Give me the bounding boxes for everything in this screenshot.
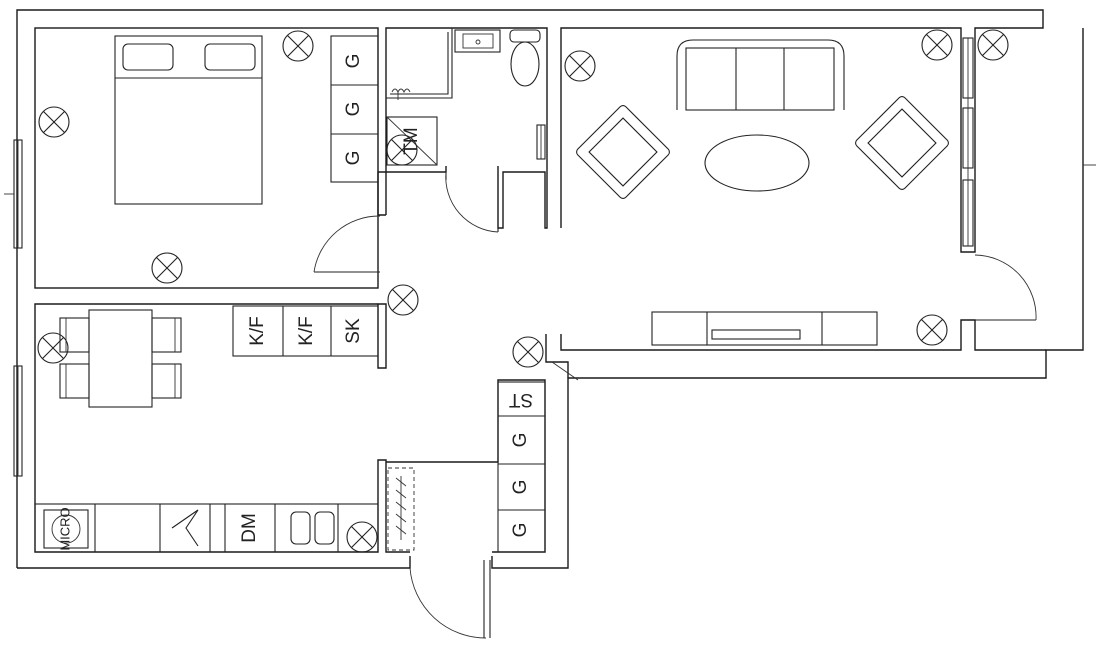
window-kitchen	[13, 365, 23, 477]
wardrobe-bedroom: G G G	[330, 35, 379, 183]
storage-label-g2: G	[510, 480, 531, 495]
fridge-units: K/F K/F SK	[232, 305, 379, 357]
fridge-label-1: K/F	[247, 316, 268, 346]
outer-wall	[16, 9, 1044, 568]
light-icon	[346, 521, 378, 553]
dishwasher-label: DM	[239, 513, 260, 543]
shower	[386, 28, 453, 100]
cabinet-label-sk: SK	[343, 318, 364, 344]
bed	[114, 35, 263, 205]
bedroom-wall	[34, 27, 379, 289]
door-bathroom	[445, 171, 499, 233]
light-icon	[564, 50, 596, 82]
sink	[290, 511, 335, 545]
toilet	[509, 29, 541, 87]
fridge-label-2: K/F	[296, 316, 317, 346]
light-icon	[916, 314, 948, 346]
hall-storage: ST G G G	[497, 381, 546, 553]
door-entrance	[409, 560, 491, 639]
dining-table	[59, 309, 182, 408]
wardrobe-label-3: G	[343, 151, 364, 166]
doors	[313, 171, 1037, 639]
microwave-label: MICRO	[57, 507, 72, 550]
light-icon	[977, 29, 1009, 61]
microwave: MICRO	[43, 507, 89, 551]
light-icon	[38, 106, 70, 138]
door-balcony	[974, 254, 1037, 321]
light-icon	[512, 336, 544, 368]
living-wall-bottom-2	[560, 319, 1046, 351]
light-icon	[387, 284, 419, 316]
walls	[16, 9, 1084, 569]
tv-stand	[651, 311, 878, 346]
kitchen-wall-right	[377, 303, 387, 369]
window-bedroom	[4, 139, 23, 249]
sofa	[676, 39, 845, 111]
outer-wall-right	[491, 28, 1084, 569]
wardrobe-label-2: G	[343, 102, 364, 117]
light-icon	[151, 252, 183, 284]
washbasin	[454, 29, 501, 53]
door-bedroom	[313, 215, 381, 273]
storage-label-g3: G	[510, 523, 531, 538]
stove-symbol	[159, 504, 211, 552]
outer-wall-bottom-left	[17, 556, 411, 569]
light-icon	[921, 29, 953, 61]
living-wall-bottom	[545, 334, 569, 378]
shoe-rack	[387, 467, 415, 551]
light-icon	[282, 30, 314, 62]
bathroom-wall-lower	[377, 166, 447, 216]
towel-rail	[536, 124, 546, 160]
ceiling-lights	[37, 29, 1009, 553]
door-living-hint	[551, 361, 579, 381]
living-wall	[560, 27, 1025, 253]
storage-label-st: ST	[508, 389, 533, 410]
armchair-left	[576, 105, 670, 199]
coffee-table	[704, 134, 810, 192]
windows	[4, 37, 1096, 477]
storage-label-g1: G	[510, 433, 531, 448]
window-living	[962, 37, 1096, 247]
wardrobe-label-1: G	[343, 54, 364, 69]
light-icon	[37, 332, 69, 364]
kitchen-counter: MICRO DM	[34, 503, 379, 553]
armchair-right	[855, 96, 949, 190]
